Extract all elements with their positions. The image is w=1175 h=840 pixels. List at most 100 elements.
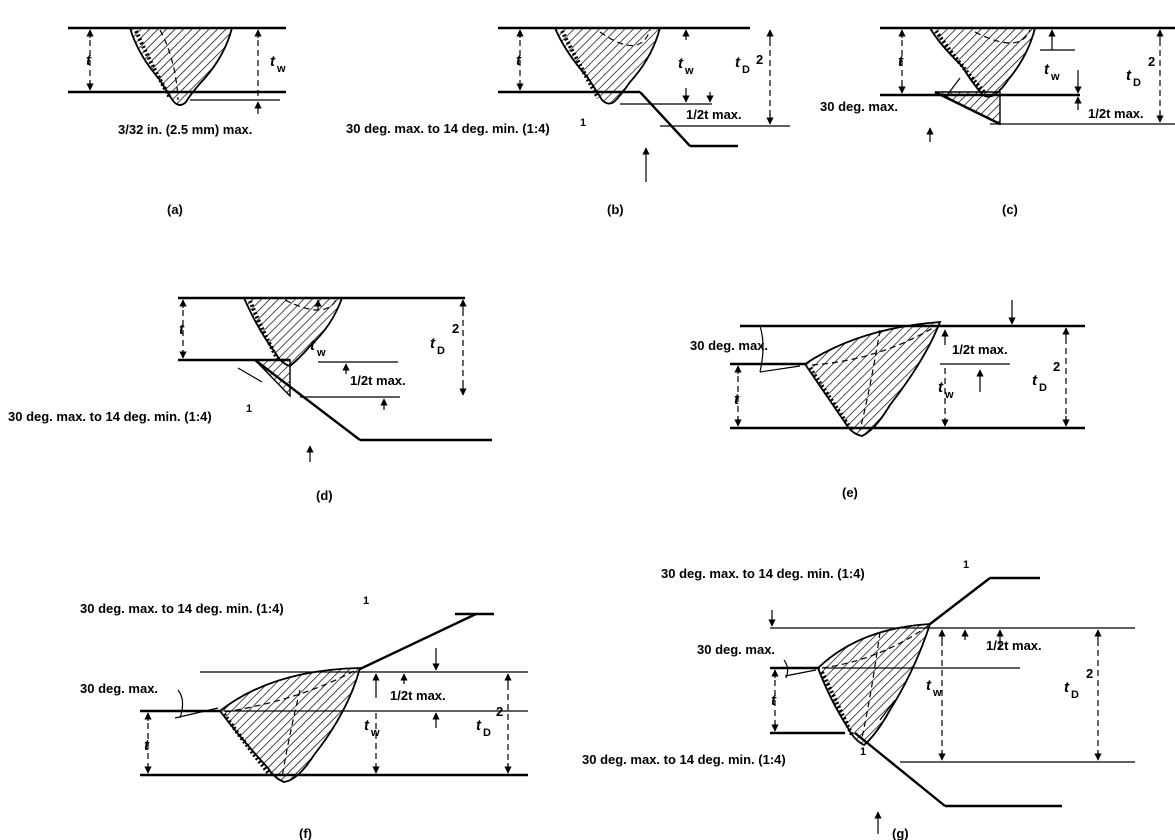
tw-label: t [926,677,932,694]
weld-bead [218,667,362,783]
tw-subscript: w [276,63,286,75]
tw-label: t [310,337,316,354]
caption-a: (a) [167,202,183,217]
half-t-label: 1/2t max. [952,342,1008,357]
tD-label: t [1064,679,1070,696]
t-label: t [179,321,185,338]
weld-bead [928,27,1037,98]
panel-e: 30 deg. max. t 1/2t max. t w t D 2 (e) [690,300,1085,500]
t-label: t [144,737,150,754]
fusion-line-2 [281,689,301,779]
weld-bead [553,27,662,105]
caption-f: (f) [299,826,312,840]
tw-label: t [938,379,944,396]
svg-text:w: w [370,727,380,739]
svg-text:2: 2 [1086,666,1093,681]
fusion-line [811,325,937,366]
tD-label: t [430,335,436,352]
fusion-line-2 [861,631,881,739]
caption-e: (e) [842,485,858,500]
svg-text:D: D [1133,77,1141,89]
t-label: t [898,53,904,70]
svg-text:1: 1 [580,117,586,129]
t-label: t [734,391,740,408]
svg-text:w: w [1050,71,1060,83]
transition-region [253,359,291,398]
weld-bead [128,27,234,106]
taper-top-line [929,577,991,625]
fusion-zone [560,30,600,99]
tD-label: t [1126,67,1132,84]
fusion-line [224,669,357,713]
svg-text:1: 1 [363,595,369,607]
taper-label: 30 deg. max. to 14 deg. min. (1:4) [346,121,550,136]
fusion-zone [248,300,280,361]
svg-text:2: 2 [756,52,763,67]
svg-text:D: D [742,64,750,76]
tD-label: t [735,54,741,71]
tw-label: t [364,717,370,734]
taper-line [639,91,691,147]
svg-text:1: 1 [963,559,969,571]
fusion-line [599,29,651,47]
svg-text:w: w [944,389,954,401]
transition-region [934,91,1001,126]
panel-c: t t w 1/2t max. t D 2 30 deg. max. (c) [820,26,1175,217]
t-label: t [516,52,522,69]
taper-bottom-label: 30 deg. max. to 14 deg. min. (1:4) [582,752,786,767]
taper-top-label: 30 deg. max. to 14 deg. min. (1:4) [661,566,865,581]
half-t-label: 1/2t max. [350,373,406,388]
half-t-label: 1/2t max. [986,638,1042,653]
tw-label: t [1044,61,1050,78]
svg-text:D: D [483,727,491,739]
fusion-zone [820,671,854,736]
tw-label: t [678,55,684,72]
angle-label: 30 deg. max. [690,338,768,353]
caption-d: (d) [316,488,333,503]
fusion-line [821,625,929,669]
half-t-label: 1/2t max. [390,688,446,703]
taper-bottom-line [854,732,946,807]
panel-g: 30 deg. max. 30 deg. max. to 14 deg. min… [582,559,1135,840]
svg-text:w: w [684,65,694,77]
half-t-label: 1/2t max. [686,107,742,122]
svg-text:1: 1 [860,746,866,758]
svg-text:D: D [1071,689,1079,701]
caption-b: (b) [607,202,624,217]
tD-label: t [1032,372,1038,389]
half-t-label: 1/2t max. [1088,106,1144,121]
panel-a: t t w 3/32 in. (2.5 mm) max. (a) [68,26,286,217]
tw-label: t [270,53,276,70]
svg-text:D: D [437,345,445,357]
panel-f: 30 deg. max. 30 deg. max. to 14 deg. min… [80,595,528,840]
panel-b: t t w 1/2t max. t D 2 30 deg. max. to 14… [346,26,790,217]
caption-g: (g) [892,826,909,840]
fusion-zone [222,712,272,777]
weld-bead [816,623,932,747]
svg-text:w: w [932,687,942,699]
root-note: 3/32 in. (2.5 mm) max. [118,122,252,137]
taper-line [359,612,477,671]
fusion-line-2 [859,329,881,431]
svg-text:D: D [1039,382,1047,394]
angle-label: 30 deg. max. [697,642,775,657]
tD-label: t [476,717,482,734]
svg-text:2: 2 [1148,54,1155,69]
angle-label: 30 deg. max. [820,99,898,114]
t-label: t [86,52,92,69]
t-label: t [771,692,777,709]
svg-text:2: 2 [452,321,459,336]
taper-label: 30 deg. max. to 14 deg. min. (1:4) [80,601,284,616]
svg-text:2: 2 [1053,359,1060,374]
svg-text:1: 1 [246,403,252,415]
fusion-line [159,29,179,101]
caption-c: (c) [1002,202,1018,217]
taper-label: 30 deg. max. to 14 deg. min. (1:4) [8,409,212,424]
fusion-zone [134,30,172,99]
weld-bead [803,320,942,437]
svg-text:2: 2 [496,704,503,719]
svg-text:w: w [316,347,326,359]
panel-d: t t w 1/2t max. t D 2 30 deg. max. to 14… [8,296,492,503]
angle-label: 30 deg. max. [80,681,158,696]
